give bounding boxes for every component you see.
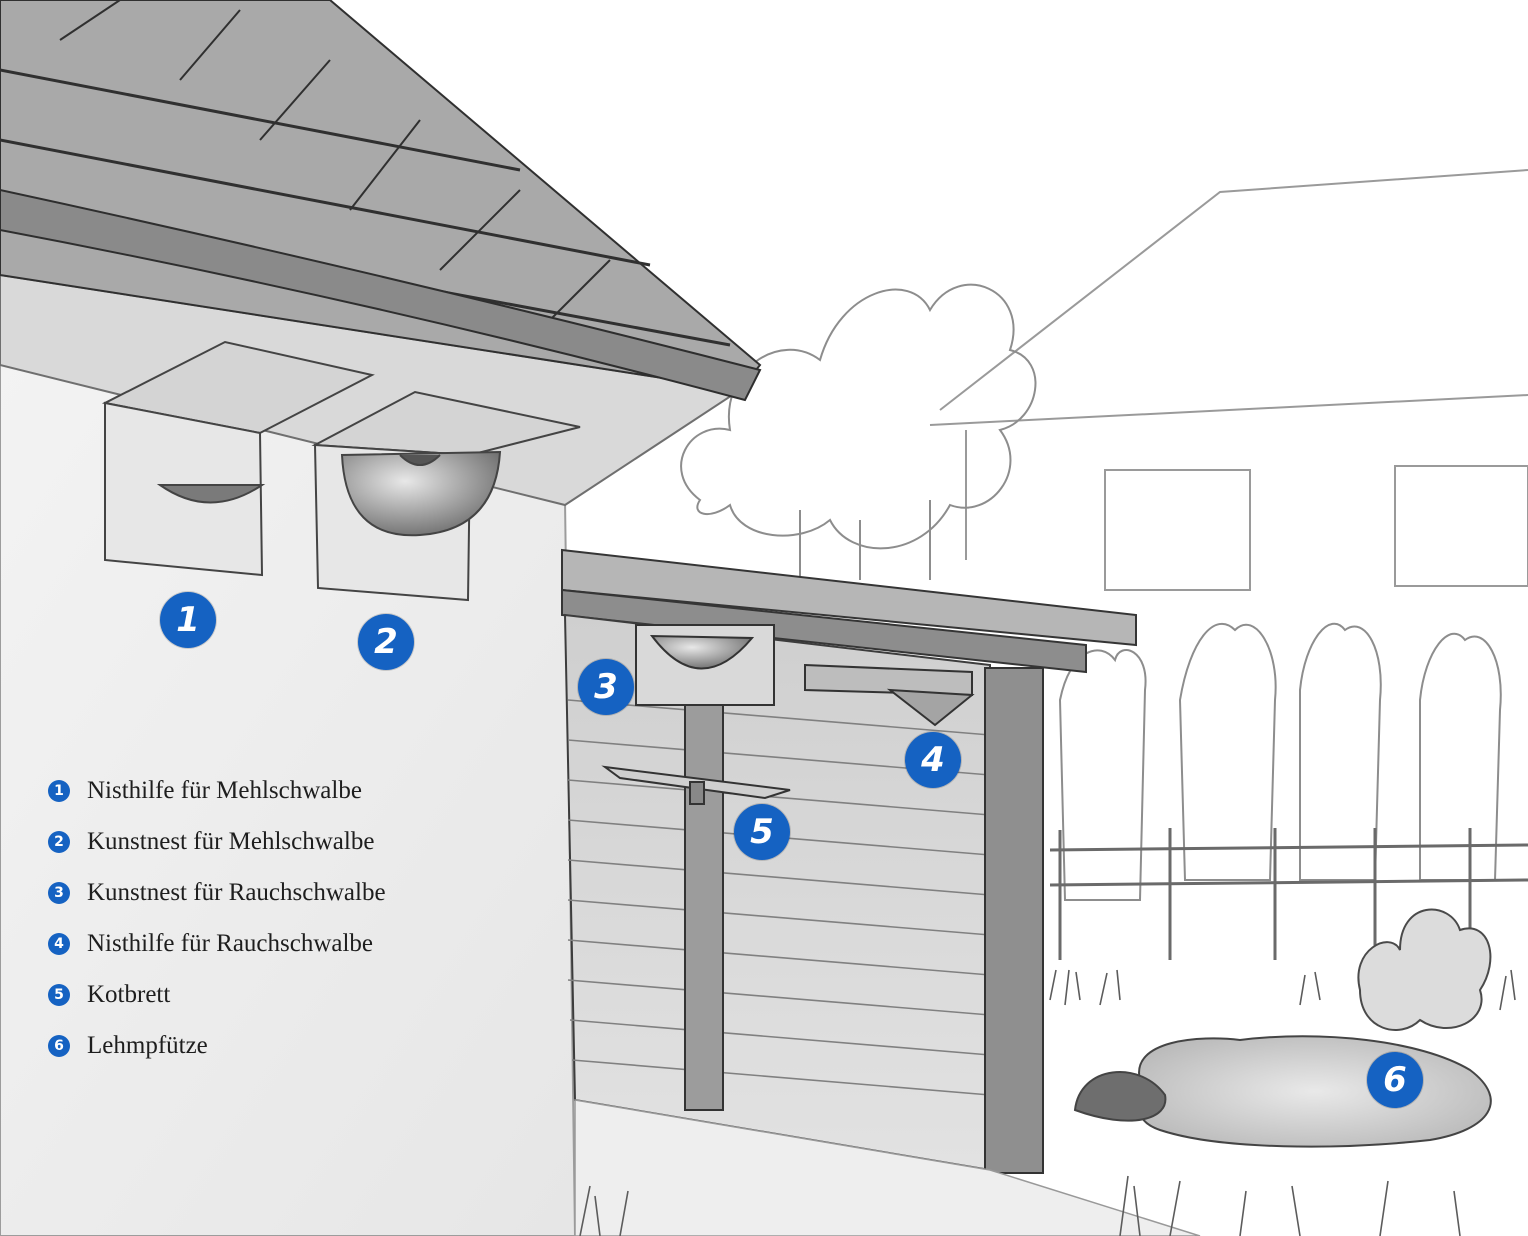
marker-1: 1 [160, 592, 216, 648]
background-house [930, 170, 1528, 590]
legend-item: 6 Lehmpfütze [48, 1030, 386, 1061]
legend-number: 2 [48, 831, 70, 853]
legend-number: 3 [48, 882, 70, 904]
legend-label: Kotbrett [87, 981, 170, 1009]
marker-6: 6 [1367, 1052, 1423, 1108]
marker-3: 3 [578, 659, 634, 715]
legend-number: 4 [48, 933, 70, 955]
shed-post-right [985, 668, 1043, 1173]
legend-item: 4 Nisthilfe für Rauchschwalbe [48, 928, 386, 959]
legend-label: Nisthilfe für Mehlschwalbe [87, 777, 362, 805]
legend-label: Kunstnest für Rauchschwalbe [87, 879, 386, 907]
marker-4: 4 [905, 732, 961, 788]
marker-2: 2 [358, 614, 414, 670]
legend-label: Nisthilfe für Rauchschwalbe [87, 930, 373, 958]
legend-item: 2 Kunstnest für Mehlschwalbe [48, 826, 386, 857]
legend-item: 1 Nisthilfe für Mehlschwalbe [48, 775, 386, 806]
shrub [1358, 910, 1490, 1030]
shed-post-left [685, 700, 723, 1110]
legend-number: 6 [48, 1035, 70, 1057]
legend-number: 1 [48, 780, 70, 802]
legend-label: Kunstnest für Mehlschwalbe [87, 828, 374, 856]
legend-label: Lehmpfütze [87, 1032, 208, 1060]
legend-item: 3 Kunstnest für Rauchschwalbe [48, 877, 386, 908]
legend-item: 5 Kotbrett [48, 979, 386, 1010]
marker-5: 5 [734, 804, 790, 860]
legend-number: 5 [48, 984, 70, 1006]
nest-box-3 [636, 625, 774, 705]
mud-puddle [1075, 1036, 1491, 1146]
